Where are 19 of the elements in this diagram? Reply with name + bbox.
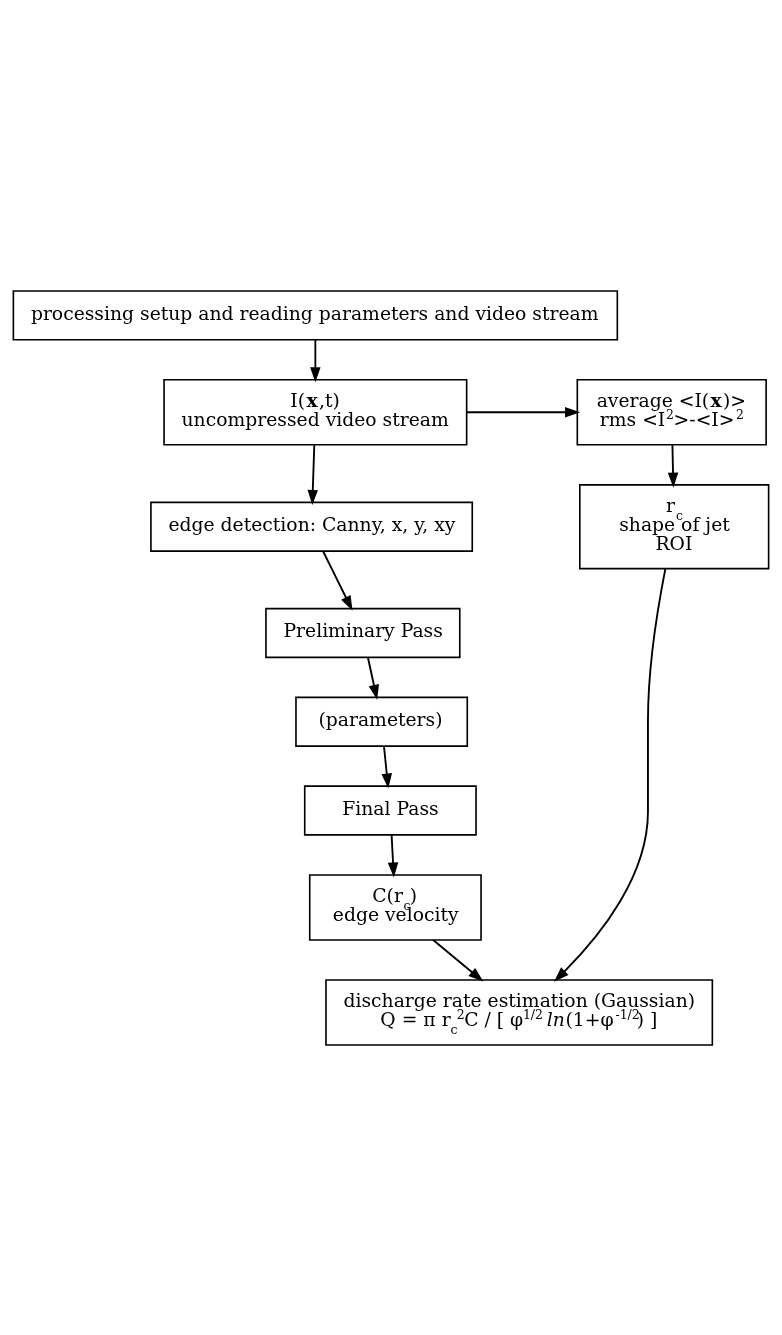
arrow (322, 550, 353, 611)
node-box: edge detection: Canny, x, y, xy (150, 501, 474, 552)
node-box: Preliminary Pass (265, 607, 461, 658)
node-box: (parameters) (295, 696, 469, 747)
arrow (310, 338, 321, 382)
node-box: average <I(x)> rms <I$^{2}$>-<I>$^{2}$ (576, 378, 767, 446)
arrow (381, 745, 392, 789)
node-box: Final Pass (303, 784, 477, 836)
node-box: r$_{c}$ shape of jet ROI (579, 483, 770, 569)
arrow (367, 656, 380, 700)
arrow (432, 938, 484, 982)
node-box: I(x,t) uncompressed video stream (163, 378, 468, 446)
arrow (387, 833, 399, 877)
node-box: discharge rate estimation (Gaussian) Q = π r$_{c}$$^{2}$C / [ φ$^{1/2}$ ln(1+φ$^{-1/2}$) ] (325, 978, 714, 1046)
arrow (667, 443, 679, 488)
arrow (465, 406, 581, 418)
node-box: processing setup and reading parameters and video stream (12, 289, 619, 341)
arrow (307, 443, 319, 505)
arrow (554, 567, 667, 982)
